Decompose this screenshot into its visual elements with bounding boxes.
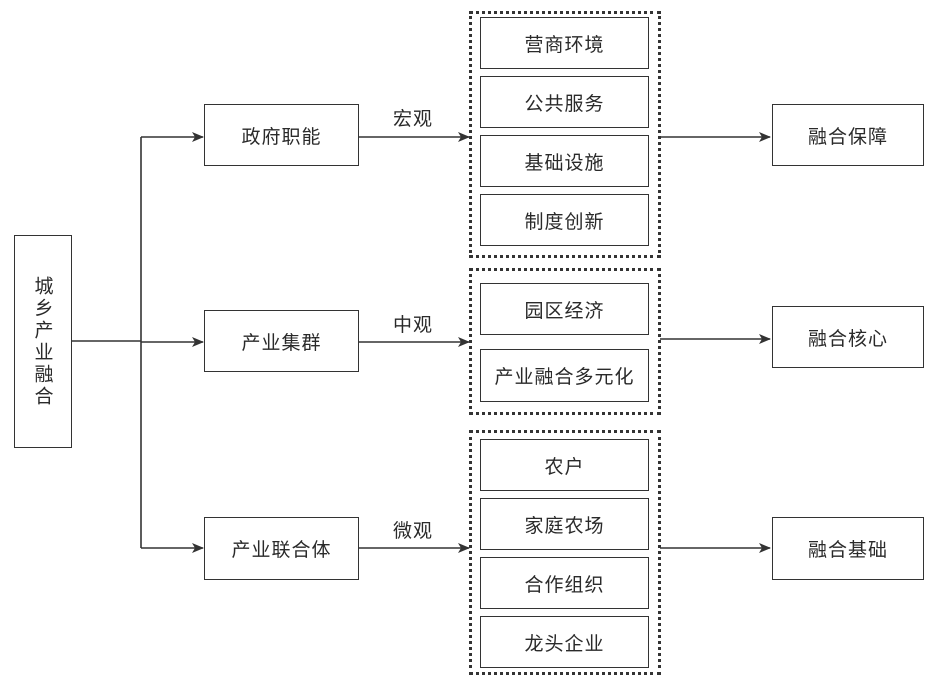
subject-label: 产业集群 xyxy=(241,331,322,354)
element-box: 农户 xyxy=(480,439,649,491)
root-node: 城乡产业融合 xyxy=(14,235,72,448)
result-node-guarantee: 融合保障 xyxy=(772,104,924,166)
subject-label: 产业联合体 xyxy=(231,539,332,561)
result-node-foundation: 融合基础 xyxy=(772,517,924,580)
element-box: 制度创新 xyxy=(480,194,649,246)
element-box: 产业融合多元化 xyxy=(480,349,649,402)
result-node-core: 融合核心 xyxy=(772,306,924,368)
element-label: 制度创新 xyxy=(524,210,605,233)
element-box: 公共服务 xyxy=(480,76,649,128)
subject-node-government: 政府职能 xyxy=(204,104,359,166)
element-box: 合作组织 xyxy=(480,557,649,609)
result-label: 融合保障 xyxy=(807,125,888,148)
element-box: 营商环境 xyxy=(480,17,649,69)
scale-label-macro: 宏观 xyxy=(393,108,434,130)
element-label: 基础设施 xyxy=(524,151,605,174)
element-label: 龙头企业 xyxy=(524,632,605,655)
element-label: 营商环境 xyxy=(524,33,605,56)
element-label: 公共服务 xyxy=(524,92,605,115)
element-label: 合作组织 xyxy=(524,573,605,596)
element-label: 产业融合多元化 xyxy=(494,366,635,388)
element-label: 园区经济 xyxy=(524,299,605,322)
element-box: 基础设施 xyxy=(480,135,649,187)
element-group-macro xyxy=(469,11,661,258)
subject-node-cluster: 产业集群 xyxy=(204,310,359,372)
element-label: 农户 xyxy=(544,455,585,478)
result-label: 融合核心 xyxy=(807,327,888,350)
element-label: 家庭农场 xyxy=(524,514,605,537)
root-label: 城乡产业融合 xyxy=(31,275,54,408)
result-label: 融合基础 xyxy=(807,539,888,561)
element-group-meso xyxy=(469,268,661,415)
scale-label-meso: 中观 xyxy=(393,314,434,336)
element-group-micro xyxy=(469,430,661,675)
element-box: 家庭农场 xyxy=(480,498,649,550)
element-box: 园区经济 xyxy=(480,283,649,335)
subject-label: 政府职能 xyxy=(241,125,322,148)
subject-node-union: 产业联合体 xyxy=(204,517,359,580)
scale-label-micro: 微观 xyxy=(393,520,434,542)
element-box: 龙头企业 xyxy=(480,616,649,668)
